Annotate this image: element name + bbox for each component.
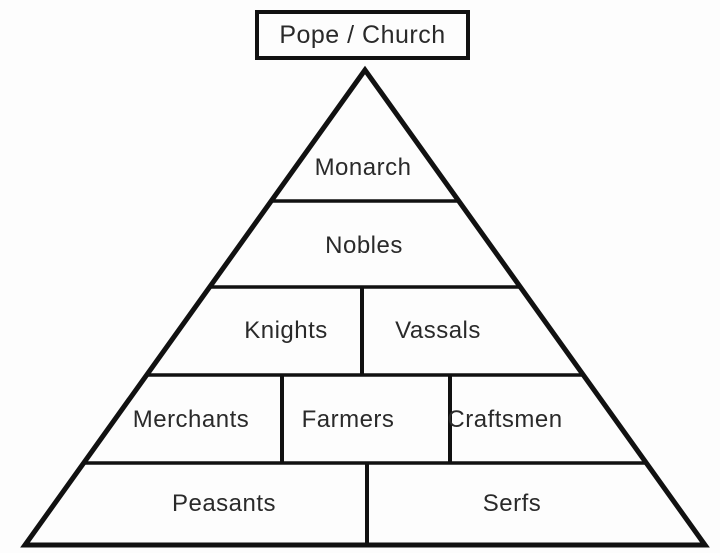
- label-monarch: Monarch: [314, 154, 412, 181]
- label-knights: Knights: [244, 317, 328, 344]
- label-merchants: Merchants: [132, 406, 250, 433]
- label-serfs: Serfs: [482, 490, 542, 517]
- label-farmers: Farmers: [301, 406, 395, 433]
- pope-church-label: Pope / Church: [279, 20, 446, 49]
- label-nobles: Nobles: [325, 232, 403, 259]
- label-vassals: Vassals: [395, 317, 481, 344]
- label-peasants: Peasants: [171, 490, 277, 517]
- pyramid-outline: [20, 65, 710, 548]
- pope-church-box: Pope / Church: [255, 10, 470, 60]
- label-craftsmen: Craftsmen: [447, 406, 563, 433]
